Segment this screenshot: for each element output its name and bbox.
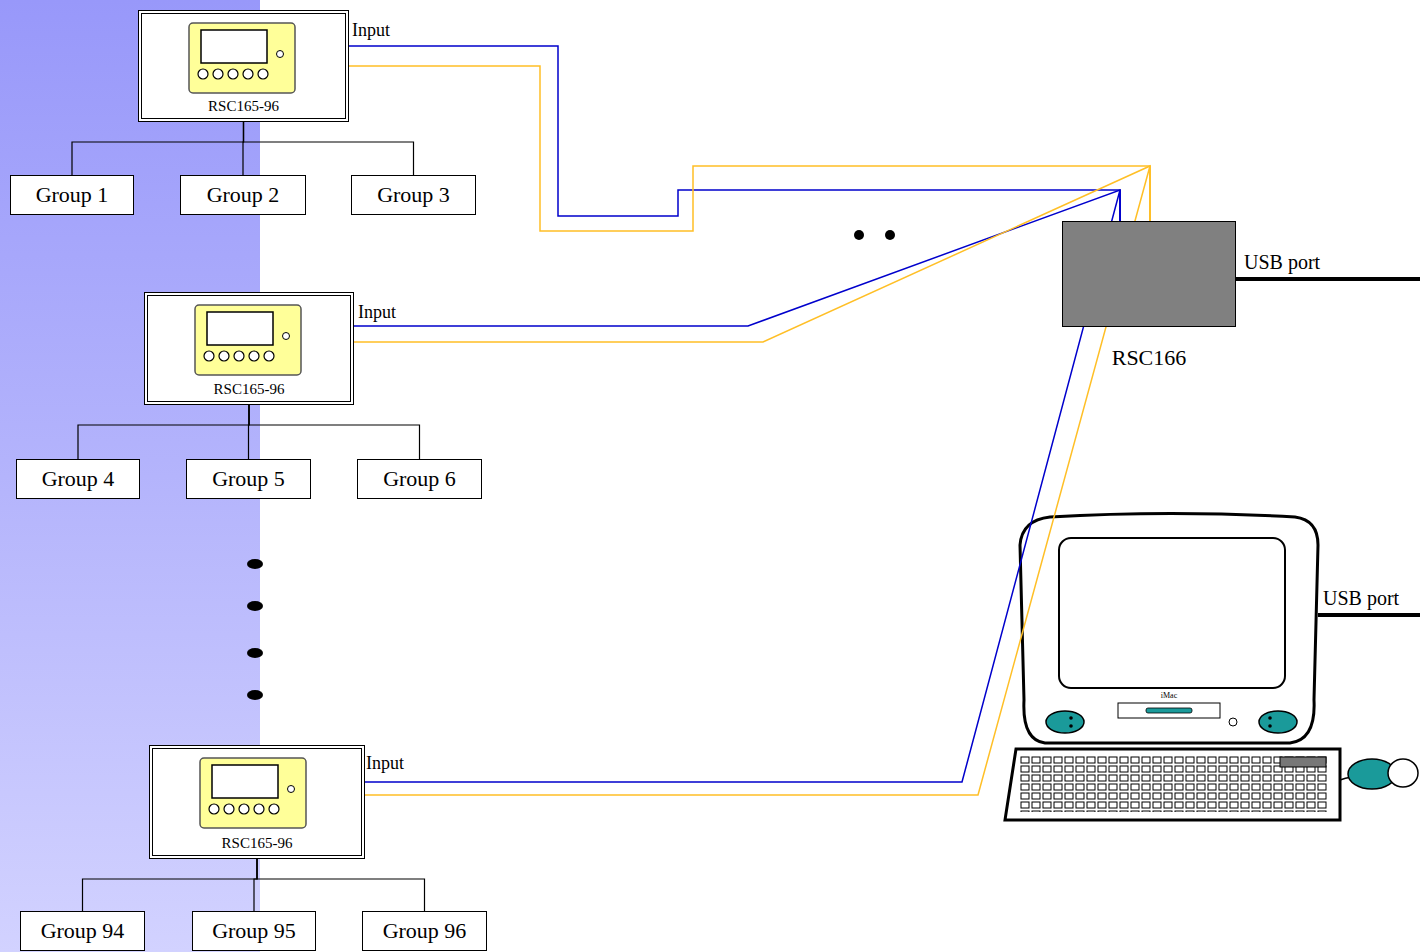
signal-wire	[296, 66, 1150, 231]
input-label: Input	[358, 302, 396, 323]
group-label: Group 96	[383, 918, 467, 944]
group-label: Group 5	[212, 466, 285, 492]
signal-wire	[307, 190, 1120, 782]
controller-box: RSC165-96	[149, 745, 365, 859]
controller-device	[194, 304, 302, 376]
group-label: Group 4	[42, 466, 115, 492]
group-label: Group 6	[383, 466, 456, 492]
group-box: Group 95	[192, 911, 316, 951]
tree-line	[244, 122, 414, 175]
group-box: Group 3	[351, 175, 476, 215]
tree-line	[83, 859, 258, 911]
group-box: Group 2	[180, 175, 306, 215]
controller-box: RSC165-96	[138, 10, 349, 122]
controller-device	[188, 22, 296, 94]
device-name: RSC165-96	[153, 835, 361, 852]
group-box: Group 4	[16, 459, 140, 499]
group-box: Group 94	[20, 911, 145, 951]
group-box: Group 6	[357, 459, 482, 499]
group-box: Group 5	[186, 459, 311, 499]
interface-unit	[1062, 221, 1236, 327]
group-label: Group 2	[207, 182, 280, 208]
port-label: USB port	[1244, 251, 1320, 274]
controller-device	[199, 757, 307, 829]
tree-line	[249, 405, 420, 459]
group-label: Group 3	[377, 182, 450, 208]
device-name: RSC166	[1062, 345, 1236, 371]
group-label: Group 94	[41, 918, 125, 944]
signal-wire	[307, 166, 1150, 795]
input-label: Input	[352, 20, 390, 41]
signal-wire	[296, 46, 1120, 221]
tree-line	[257, 859, 425, 911]
brand-label: iMac	[1161, 691, 1177, 700]
interface-box: RSC166	[1062, 221, 1236, 381]
device-name: RSC165-96	[142, 98, 345, 115]
input-label: Input	[366, 753, 404, 774]
group-box: Group 1	[10, 175, 134, 215]
tree-line	[78, 405, 249, 459]
port-label: USB port	[1323, 587, 1399, 610]
signal-wire	[302, 166, 1150, 342]
group-label: Group 95	[212, 918, 296, 944]
controller-box: RSC165-96	[144, 292, 354, 405]
tree-line	[72, 122, 244, 175]
group-box: Group 96	[362, 911, 487, 951]
device-name: RSC165-96	[148, 381, 350, 398]
group-label: Group 1	[36, 182, 109, 208]
